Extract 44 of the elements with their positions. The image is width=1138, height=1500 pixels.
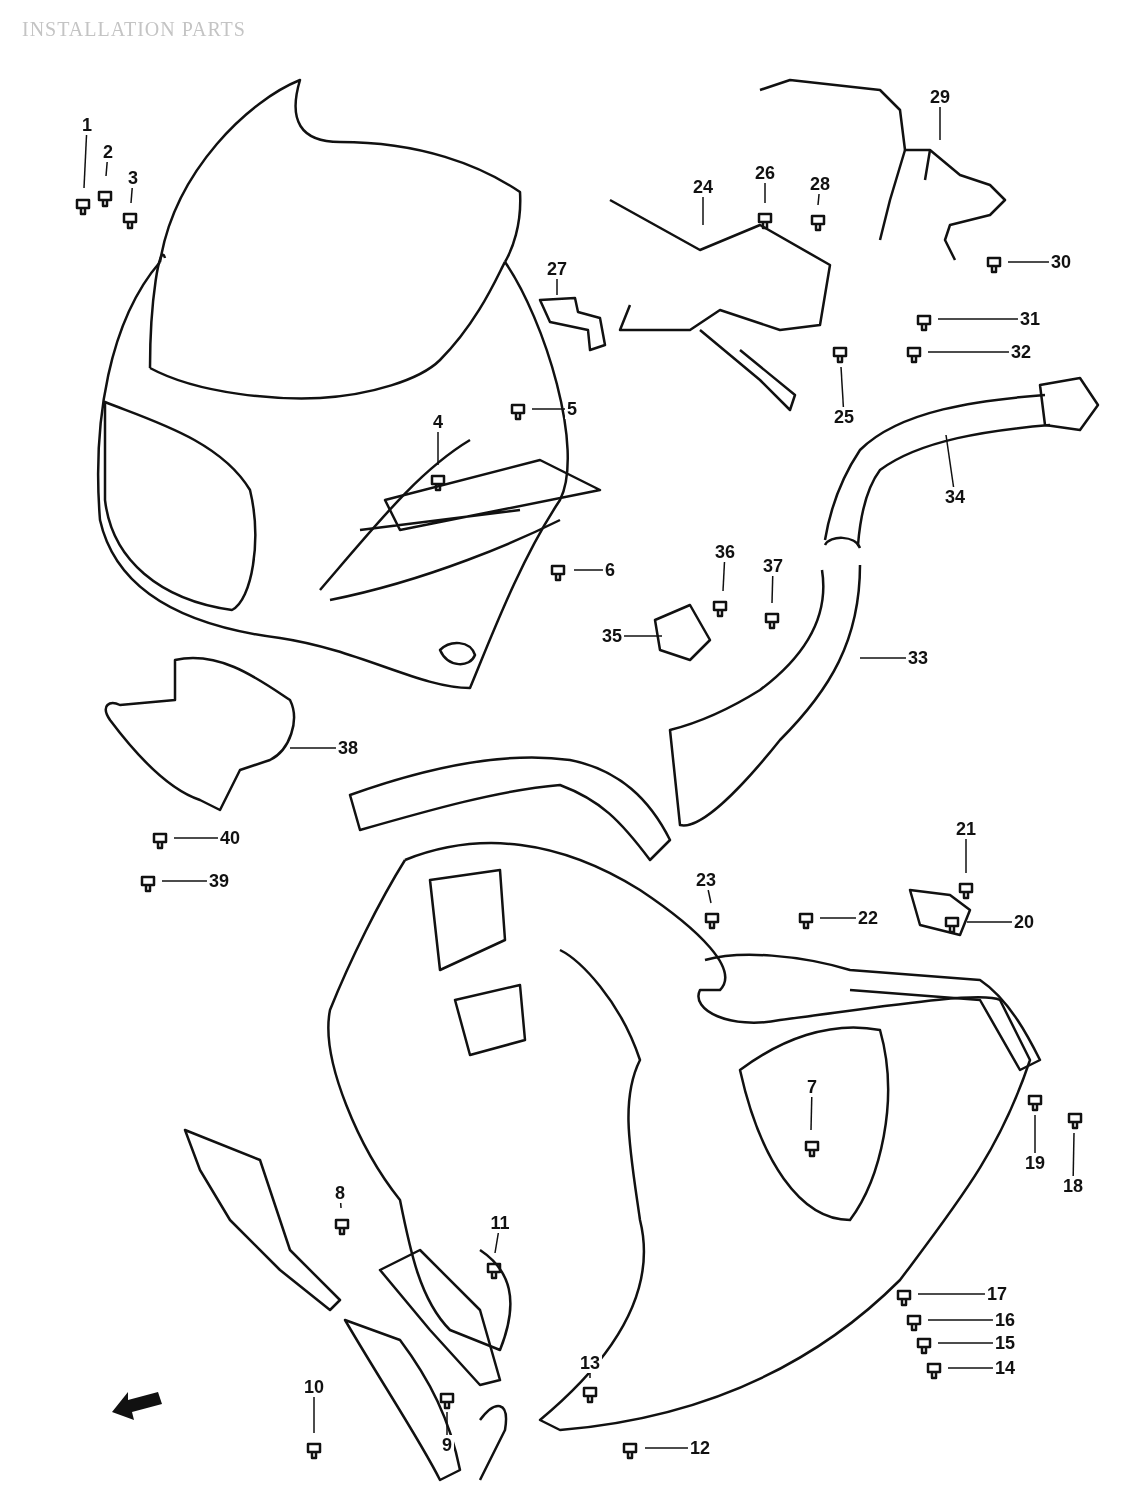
leader-line (764, 182, 766, 204)
leader-line (771, 575, 774, 604)
leader-line (446, 1411, 448, 1436)
leader-line (313, 1396, 315, 1434)
leader-line (722, 561, 726, 592)
leader-line (840, 366, 845, 408)
leader-line (83, 134, 88, 189)
leader-line (1034, 1114, 1036, 1154)
leader-line (1072, 1132, 1075, 1177)
leader-line (817, 193, 820, 206)
leader-line (531, 408, 566, 410)
leader-line (937, 318, 1019, 320)
leader-line (173, 837, 219, 839)
callout-number: 23 (694, 870, 718, 890)
leader-line (927, 1319, 994, 1321)
leader-line (494, 1232, 500, 1254)
leader-line (859, 657, 907, 659)
callout-number: 5 (565, 399, 579, 419)
leader-line (437, 431, 439, 466)
leader-line (339, 1202, 342, 1209)
leader-line (939, 106, 941, 141)
leader-line (644, 1447, 689, 1449)
leader-line (702, 196, 704, 226)
leader-line (947, 1367, 994, 1369)
leader-line (819, 917, 857, 919)
leader-line (966, 921, 1013, 923)
leader-line (589, 1372, 591, 1379)
leader-line (937, 1342, 994, 1344)
leader-line (623, 635, 663, 637)
leader-line (161, 880, 208, 882)
leader-line (945, 434, 955, 488)
leader-line (573, 569, 604, 571)
leader-line (130, 187, 133, 204)
leader-line (965, 838, 967, 874)
diagram-title: INSTALLATION PARTS (22, 18, 246, 41)
leader-line (707, 889, 712, 904)
leader-line (105, 161, 108, 177)
leader-line (927, 351, 1010, 353)
leader-line (917, 1293, 986, 1295)
leader-line (289, 747, 337, 749)
leader-line (1007, 261, 1050, 263)
callout-number: 13 (578, 1353, 602, 1373)
leader-line (810, 1096, 813, 1131)
leader-line (556, 278, 558, 296)
